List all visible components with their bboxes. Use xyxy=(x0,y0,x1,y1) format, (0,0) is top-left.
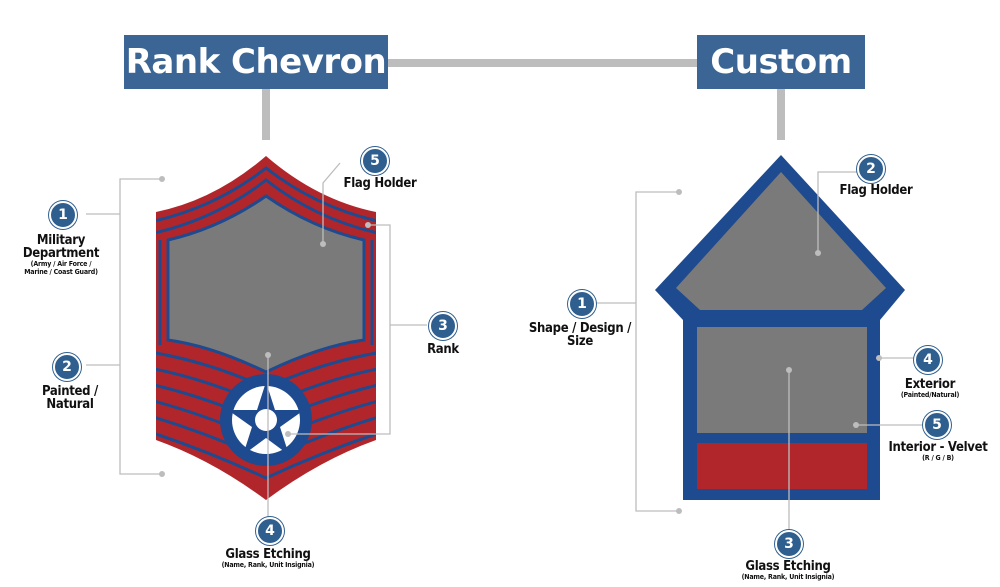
chevron-callout-4-badge: 4 xyxy=(256,517,284,545)
chevron-callout-5-badge: 5 xyxy=(361,147,389,175)
chevron-side-border xyxy=(158,240,374,345)
label-line: Glass Etching xyxy=(225,547,311,562)
custom-callout-1-label: Shape / Design / Size xyxy=(510,322,650,348)
chevron-callout-1-label: Military Department (Army / Air Force / … xyxy=(2,234,120,277)
custom-callout-4-label: Exterior (Painted/Natural) xyxy=(880,378,980,400)
custom-callout-3-label: Glass Etching (Name, Rank, Unit Insignia… xyxy=(726,560,850,582)
chevron-callout-3-badge: 3 xyxy=(429,312,457,340)
rocker-stripe xyxy=(156,430,376,480)
chevron-leader-dots xyxy=(159,176,371,477)
label-line: Painted / xyxy=(42,384,98,399)
custom-callout-3-badge: 3 xyxy=(775,530,803,558)
header-custom: Custom xyxy=(697,35,865,89)
chevron-callout-2-badge: 2 xyxy=(53,353,81,381)
star-roundel-icon xyxy=(220,374,312,466)
custom-callout-4-badge: 4 xyxy=(914,346,942,374)
label-line: Exterior xyxy=(904,377,956,392)
label-line: Size xyxy=(567,334,593,349)
custom-callout-5-label: Interior - Velvet (R / G / B) xyxy=(880,441,996,463)
label-sub: (R / G / B) xyxy=(922,454,954,462)
custom-leader-dots xyxy=(676,189,882,514)
custom-callout-5-badge: 5 xyxy=(923,411,951,439)
label-line: Interior - Velvet xyxy=(888,440,988,455)
chevron-callout-4-label: Glass Etching (Name, Rank, Unit Insignia… xyxy=(206,548,330,570)
label-line: Glass Etching xyxy=(745,559,831,574)
custom-callout-2-label: Flag Holder xyxy=(839,183,913,198)
chevron-stripe xyxy=(156,178,376,236)
chevron-stripe xyxy=(156,166,376,224)
label-sub: Marine / Coast Guard) xyxy=(24,268,98,276)
chevron-glass-pane xyxy=(166,194,366,374)
label-line: Military xyxy=(36,233,86,248)
chevron-callout-1-badge: 1 xyxy=(49,201,77,229)
label-sub: (Painted/Natural) xyxy=(900,391,960,399)
chevron-callout-2-label: Painted / Natural xyxy=(20,385,120,411)
rank-chevron-display xyxy=(156,156,376,500)
header-rank-chevron: Rank Chevron xyxy=(124,35,388,89)
custom-display xyxy=(655,155,905,500)
custom-leaders xyxy=(596,171,924,530)
label-line: Natural xyxy=(46,397,94,412)
label-sub: (Name, Rank, Unit Insignia) xyxy=(221,561,315,569)
custom-callout-2-badge: 2 xyxy=(857,155,885,183)
custom-main-glass xyxy=(697,327,867,433)
label-line: Shape / Design / xyxy=(528,321,632,336)
label-line: Department xyxy=(22,246,100,261)
chevron-callout-5-label: Flag Holder xyxy=(343,176,417,191)
label-sub: (Name, Rank, Unit Insignia) xyxy=(741,573,835,581)
chevron-leaders xyxy=(86,162,427,518)
label-sub: (Army / Air Force / xyxy=(30,260,92,268)
chevron-callout-3-label: Rank xyxy=(427,342,459,357)
custom-callout-1-badge: 1 xyxy=(568,290,596,318)
custom-velvet-panel xyxy=(697,443,867,489)
custom-top-glass xyxy=(676,172,886,310)
